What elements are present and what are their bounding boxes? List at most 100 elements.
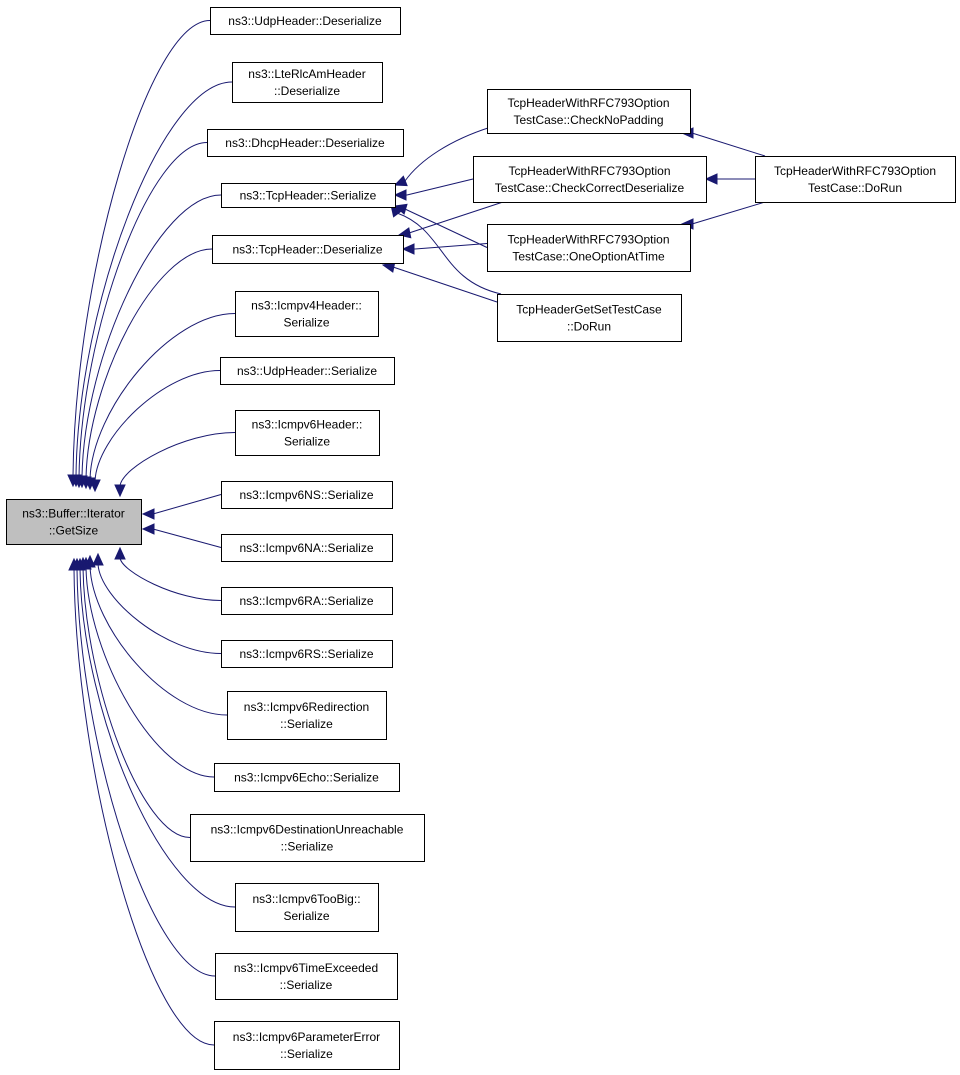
node-onetime[interactable]: TcpHeaderWithRFC793OptionTestCase::OneOp… <box>487 224 691 272</box>
node-label-dhcp-0: ns3::DhcpHeader::Deserialize <box>225 136 385 150</box>
node-box-udp-ser <box>220 357 395 385</box>
node-ns[interactable]: ns3::Icmpv6NS::Serialize <box>221 481 393 509</box>
node-box-getset <box>497 294 682 342</box>
node-box-dest <box>190 814 425 862</box>
node-label-toobig-0: ns3::Icmpv6TooBig:: <box>252 892 360 906</box>
node-label-nopad-0: TcpHeaderWithRFC793Option <box>507 96 669 110</box>
node-dest[interactable]: ns3::Icmpv6DestinationUnreachable::Seria… <box>190 814 425 862</box>
node-icmpv6h[interactable]: ns3::Icmpv6Header::Serialize <box>235 410 380 456</box>
node-label-onetime-0: TcpHeaderWithRFC793Option <box>507 233 669 247</box>
edge-toobig-to-root <box>79 568 236 908</box>
node-label-icmpv4-1: Serialize <box>283 316 329 330</box>
node-box-tcp-ser <box>221 183 396 208</box>
edge-nopad-to-tcp-ser <box>404 126 492 182</box>
edge-timeex-to-root <box>76 568 216 977</box>
node-root[interactable]: ns3::Buffer::Iterator::GetSize <box>6 499 142 545</box>
edge-na-to-root <box>152 528 222 548</box>
node-getset[interactable]: TcpHeaderGetSetTestCase::DoRun <box>497 294 682 342</box>
node-tcp-deser[interactable]: ns3::TcpHeader::Deserialize <box>212 235 404 264</box>
node-label-toobig-1: Serialize <box>283 909 329 923</box>
node-label-na-0: ns3::Icmpv6NA::Serialize <box>239 541 373 555</box>
node-tcp-ser[interactable]: ns3::TcpHeader::Serialize <box>221 183 396 208</box>
node-label-param-1: ::Serialize <box>280 1047 333 1061</box>
node-box-icmpv6h <box>235 410 380 456</box>
node-label-root-1: ::GetSize <box>49 524 99 538</box>
node-timeex[interactable]: ns3::Icmpv6TimeExceeded::Serialize <box>215 953 398 1000</box>
node-box-timeex <box>215 953 398 1000</box>
edge-onetime-to-tcp-ser <box>404 208 488 248</box>
node-box-dhcp <box>207 129 404 157</box>
node-label-dest-1: ::Serialize <box>281 840 334 854</box>
node-redir[interactable]: ns3::Icmpv6Redirection::Serialize <box>227 691 387 740</box>
edge-redir-to-root <box>89 565 228 716</box>
node-udp-deser[interactable]: ns3::UdpHeader::Deserialize <box>210 7 401 35</box>
edges-layer <box>67 20 766 1046</box>
node-label-lte-1: ::Deserialize <box>274 84 340 98</box>
edge-udp-deser-to-root <box>72 20 211 477</box>
node-label-tcp-ser-0: ns3::TcpHeader::Serialize <box>240 189 377 203</box>
node-nopad[interactable]: TcpHeaderWithRFC793OptionTestCase::Check… <box>487 89 691 134</box>
node-label-udp-deser-0: ns3::UdpHeader::Deserialize <box>228 14 382 28</box>
node-label-dorun-1: TestCase::DoRun <box>808 181 902 195</box>
node-label-redir-1: ::Serialize <box>280 717 333 731</box>
node-box-correct <box>473 156 707 203</box>
node-label-udp-ser-0: ns3::UdpHeader::Serialize <box>237 364 377 378</box>
node-label-icmpv6h-0: ns3::Icmpv6Header:: <box>252 418 363 432</box>
node-box-lte <box>232 62 383 103</box>
node-toobig[interactable]: ns3::Icmpv6TooBig::Serialize <box>235 883 379 932</box>
node-box-root <box>6 499 142 545</box>
edge-tail-onetime-to-tcp-ser <box>394 205 406 210</box>
node-ra[interactable]: ns3::Icmpv6RA::Serialize <box>221 587 393 615</box>
node-box-rs <box>221 640 393 668</box>
edge-getset-to-tcp-ser <box>396 212 502 295</box>
edge-lte-to-root <box>75 81 233 477</box>
node-label-nopad-1: TestCase::CheckNoPadding <box>513 113 663 127</box>
node-rs[interactable]: ns3::Icmpv6RS::Serialize <box>221 640 393 668</box>
node-box-ra <box>221 587 393 615</box>
node-box-icmpv4 <box>235 291 379 337</box>
node-label-rs-0: ns3::Icmpv6RS::Serialize <box>239 647 373 661</box>
node-box-param <box>214 1021 400 1070</box>
node-label-icmpv4-0: ns3::Icmpv4Header:: <box>251 299 362 313</box>
node-label-dorun-0: TcpHeaderWithRFC793Option <box>774 164 936 178</box>
node-label-dest-0: ns3::Icmpv6DestinationUnreachable <box>211 823 404 837</box>
node-correct[interactable]: TcpHeaderWithRFC793OptionTestCase::Check… <box>473 156 707 203</box>
node-label-param-0: ns3::Icmpv6ParameterError <box>233 1030 380 1044</box>
edge-ra-to-root <box>119 557 222 601</box>
edge-tail-nopad-to-tcp-ser <box>394 180 406 186</box>
arrowhead-nopad-to-tcp-ser <box>393 175 408 187</box>
node-param[interactable]: ns3::Icmpv6ParameterError::Serialize <box>214 1021 400 1070</box>
node-box-tcp-deser <box>212 235 404 264</box>
node-na[interactable]: ns3::Icmpv6NA::Serialize <box>221 534 393 562</box>
node-label-timeex-1: ::Serialize <box>280 978 333 992</box>
node-dhcp[interactable]: ns3::DhcpHeader::Deserialize <box>207 129 404 157</box>
node-box-nopad <box>487 89 691 134</box>
node-label-getset-0: TcpHeaderGetSetTestCase <box>516 303 662 317</box>
edge-ns-to-root <box>152 494 222 515</box>
edge-dorun-to-onetime <box>691 201 766 225</box>
node-box-toobig <box>235 883 379 932</box>
nodes-layer: ns3::Buffer::Iterator::GetSize ns3::UdpHe… <box>6 7 956 1070</box>
node-lte[interactable]: ns3::LteRlcAmHeader::Deserialize <box>232 62 383 103</box>
edge-echo-to-root <box>85 567 215 778</box>
node-box-echo <box>214 763 400 792</box>
edge-udp-ser-to-root <box>94 370 221 482</box>
edge-tail-getset-to-tcp-deser <box>382 264 394 268</box>
edge-dorun-to-nopad <box>691 132 766 157</box>
node-icmpv4[interactable]: ns3::Icmpv4Header::Serialize <box>235 291 379 337</box>
node-box-ns <box>221 481 393 509</box>
node-box-udp-deser <box>210 7 401 35</box>
node-label-ra-0: ns3::Icmpv6RA::Serialize <box>239 594 373 608</box>
node-udp-ser[interactable]: ns3::UdpHeader::Serialize <box>220 357 395 385</box>
edge-tcp-ser-to-root <box>81 194 222 478</box>
node-label-correct-0: TcpHeaderWithRFC793Option <box>508 164 670 178</box>
node-label-getset-1: ::DoRun <box>567 320 611 334</box>
edge-dest-to-root <box>82 567 191 838</box>
edge-icmpv4-to-root <box>89 313 236 480</box>
node-label-icmpv6h-1: Serialize <box>284 435 330 449</box>
node-label-ns-0: ns3::Icmpv6NS::Serialize <box>239 488 373 502</box>
node-echo[interactable]: ns3::Icmpv6Echo::Serialize <box>214 763 400 792</box>
edge-getset-to-tcp-deser <box>392 266 498 303</box>
